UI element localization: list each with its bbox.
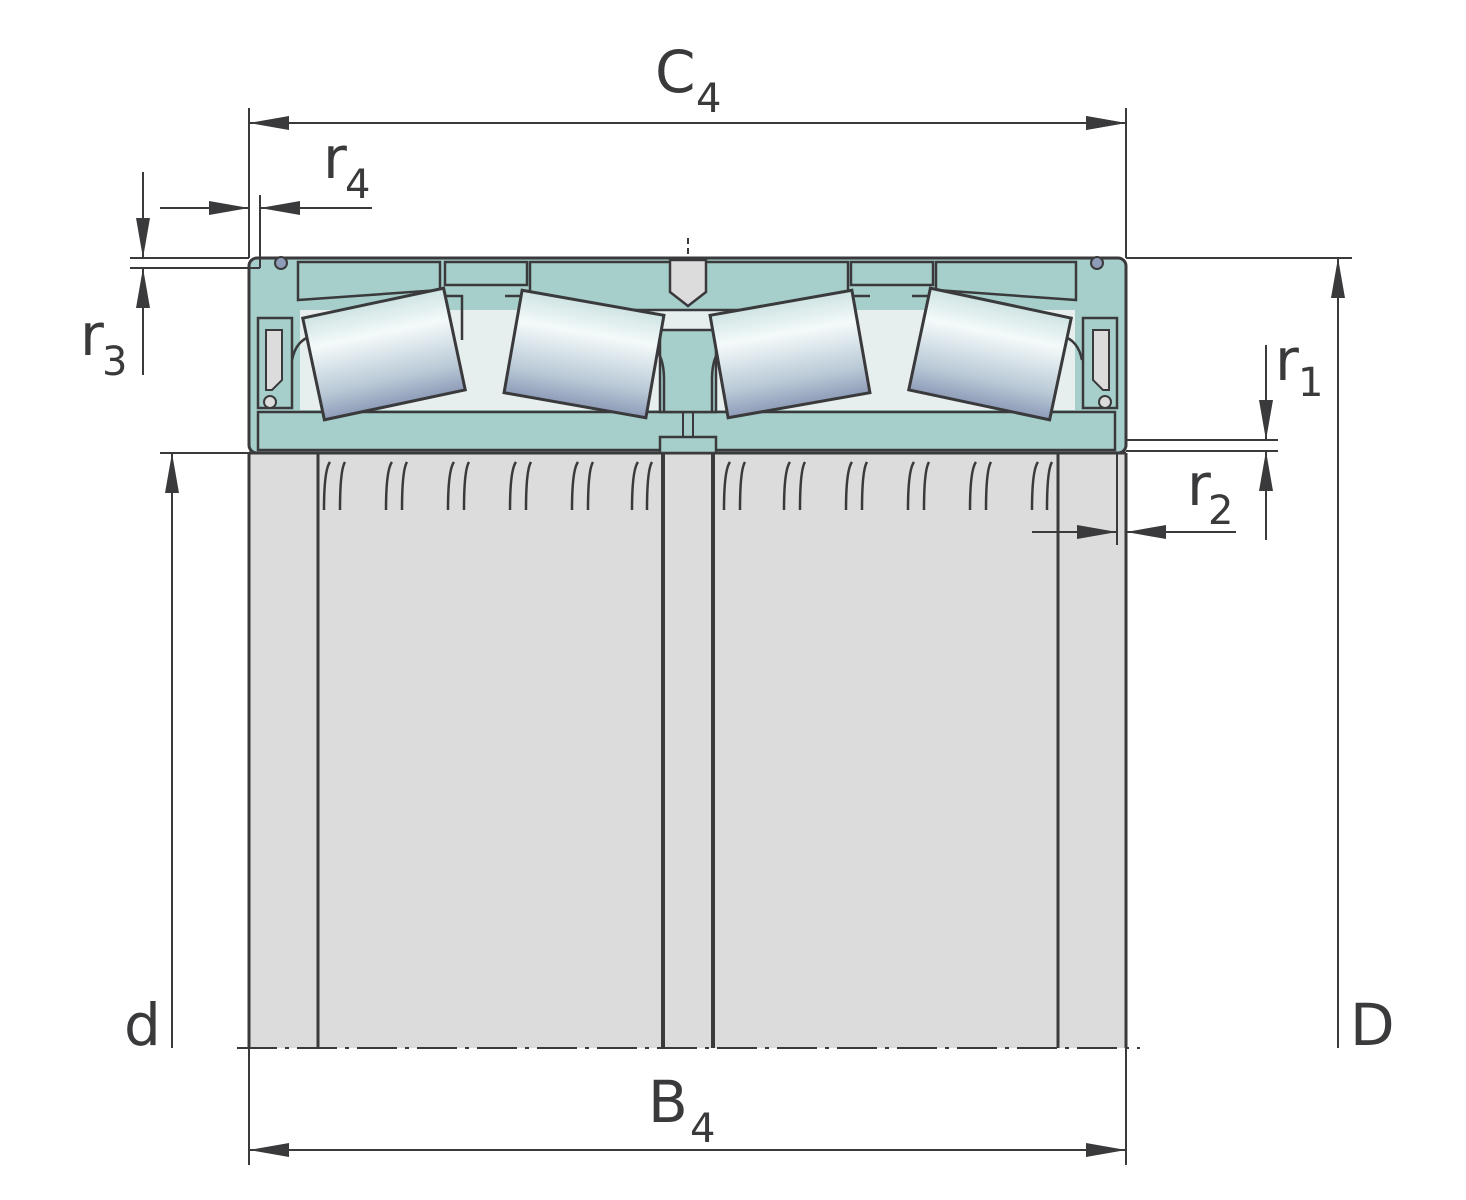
label-r2-main: r (1187, 451, 1211, 519)
roller-1 (300, 286, 468, 422)
label-r1-sub: 1 (1298, 360, 1323, 406)
label-r3-sub: 3 (102, 339, 127, 385)
roller-4 (906, 286, 1074, 422)
dimension-arrows (136, 116, 1345, 1157)
label-r2: r 2 (1187, 451, 1233, 534)
label-r2-sub: 2 (1208, 488, 1233, 534)
roller-3 (708, 288, 872, 420)
label-r1: r 1 (1275, 326, 1323, 406)
label-c4: C 4 (655, 38, 721, 122)
adapter-sleeve (247, 451, 1128, 1048)
label-r4-sub: 4 (345, 162, 370, 208)
extension-lines (130, 108, 1352, 1165)
label-b4: B 4 (648, 1068, 715, 1152)
label-c4-sub: 4 (696, 76, 721, 122)
label-r4-main: r (323, 124, 347, 192)
label-b4-main: B (648, 1068, 688, 1136)
label-d: d (124, 991, 161, 1059)
label-r4: r 4 (323, 124, 370, 208)
label-r1-main: r (1275, 326, 1299, 394)
label-r3: r 3 (80, 301, 127, 385)
label-c4-main: C (655, 38, 696, 106)
label-r3-main: r (80, 301, 104, 369)
seal-left (256, 256, 294, 410)
tapered-rollers (300, 286, 1074, 422)
label-D: D (1350, 991, 1395, 1059)
roller-2 (502, 288, 666, 420)
label-b4-sub: 4 (690, 1106, 715, 1152)
thread-grooves (322, 461, 1054, 511)
bearing-rings (247, 238, 1128, 455)
seal-right (1081, 256, 1119, 410)
